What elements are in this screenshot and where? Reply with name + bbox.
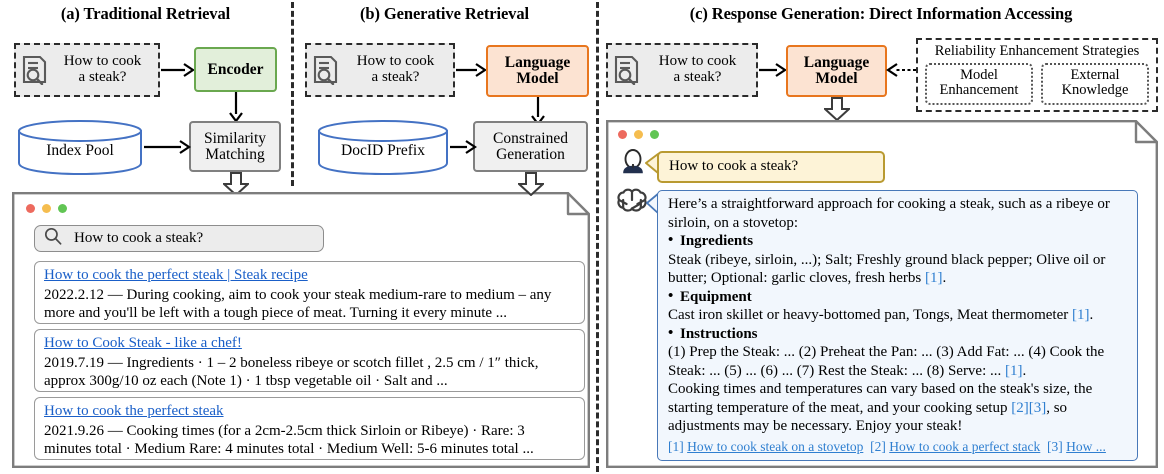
assistant-section-heading: Equipment [668, 287, 1128, 307]
assistant-section-heading: Ingredients [668, 231, 1128, 251]
result-title-link[interactable]: How to Cook Steak - like a chef! [44, 335, 242, 351]
document-search-icon [21, 55, 49, 86]
reliability-enhancement-strategies-panel: Reliability Enhancement Strategies Model… [916, 38, 1158, 112]
traffic-light-yellow[interactable] [634, 130, 643, 139]
assistant-section-body: (1) Prep the Steak: ... (2) Preheat the … [668, 343, 1128, 380]
constrained-generation-label: Constrained Generation [493, 129, 568, 163]
docid-prefix-label: DocID Prefix [341, 141, 425, 159]
query-text-b: How to cook a steak? [356, 53, 435, 85]
docid-prefix-cylinder: DocID Prefix [317, 119, 449, 176]
citation-ref[interactable]: [1] [1072, 307, 1090, 324]
result-card-3[interactable]: How to cook the perfect steak 2021.9.26 … [34, 397, 585, 460]
arrow-encoder-to-similarity [229, 92, 243, 123]
assistant-closing: Cooking times and temperatures can vary … [668, 380, 1128, 436]
arrow-docid-to-constrained [450, 140, 477, 154]
reference-link[interactable]: How ... [1066, 438, 1106, 454]
query-box-b: How to cook a steak? [305, 43, 455, 97]
panel-b-title: (b) Generative Retrieval [360, 4, 529, 23]
closing-tail: , so adjustments may be necessary. Enjoy… [668, 399, 1068, 435]
language-model-label: Language Model [504, 54, 571, 87]
openai-logo-icon [615, 186, 649, 225]
result-snippet: 2019.7.19 — Ingredients · 1 – 2 boneless… [44, 354, 539, 389]
strategy-model-enhancement[interactable]: Model Enhancement [925, 62, 1033, 105]
panel-divider-a-b [291, 2, 294, 186]
reference-number: [3] [1047, 438, 1063, 454]
query-box-c: How to cook a steak? [606, 43, 758, 97]
result-snippet: 2021.9.26 — Cooking times (for a 2cm-2.5… [44, 422, 534, 457]
result-snippet: 2022.2.12 — During cooking, aim to cook … [44, 286, 552, 321]
strategies-row: Model Enhancement External Knowledge [925, 62, 1149, 105]
encoder-box: Encoder [194, 47, 277, 92]
panel-c-title: (c) Response Generation: Direct Informat… [689, 4, 1073, 23]
traffic-light-red[interactable] [26, 204, 35, 213]
query-box-a: How to cook a steak? [14, 43, 160, 97]
assistant-section-body: Cast iron skillet or heavy-bottomed pan,… [668, 306, 1128, 325]
section-body-tail: . [1089, 307, 1094, 324]
chat-window: How to cook a steak? [606, 120, 1158, 468]
section-body-tail: . [942, 270, 947, 287]
reference-link[interactable]: How to cook steak on a stovetop [687, 438, 864, 454]
section-body-text: (1) Prep the Steak: ... (2) Preheat the … [668, 344, 1105, 379]
block-arrow-c [824, 97, 850, 121]
search-icon [44, 227, 62, 250]
traffic-light-green[interactable] [650, 130, 659, 139]
result-card-1[interactable]: How to cook the perfect steak | Steak re… [34, 261, 585, 324]
assistant-message-bubble: Here’s a straightforward approach for co… [657, 190, 1138, 461]
arrow-indexpool-to-similarity [144, 140, 191, 154]
constrained-generation-box: Constrained Generation [473, 121, 588, 172]
block-arrow-a [223, 172, 249, 196]
chat-traffic-lights [618, 130, 659, 139]
citation-ref[interactable]: [1] [925, 270, 943, 287]
similarity-matching-label: Similarity Matching [204, 129, 266, 163]
arrow-query-to-lm-c [759, 63, 787, 77]
query-text-c: How to cook a steak? [658, 53, 737, 85]
index-pool-label: Index Pool [46, 141, 114, 159]
strategy-external-knowledge[interactable]: External Knowledge [1041, 62, 1149, 105]
reference-number: [2] [870, 438, 886, 454]
traffic-light-red[interactable] [618, 130, 627, 139]
language-model-box-c: Language Model [786, 45, 887, 97]
citation-ref[interactable]: [1] [1005, 362, 1023, 379]
section-body-text: Cast iron skillet or heavy-bottomed pan,… [668, 307, 1073, 324]
panel-divider-b-c [596, 2, 599, 472]
traffic-light-green[interactable] [58, 204, 67, 213]
closing-text: Cooking times and temperatures can vary … [668, 381, 1093, 416]
similarity-matching-box: Similarity Matching [189, 121, 281, 172]
encoder-label: Encoder [207, 60, 264, 78]
traffic-light-yellow[interactable] [42, 204, 51, 213]
user-avatar-icon [618, 147, 648, 182]
section-body-text: Steak (ribeye, sirloin, ...); Salt; Fres… [668, 251, 1106, 287]
document-search-icon [613, 55, 641, 86]
result-card-2[interactable]: How to Cook Steak - like a chef! 2019.7.… [34, 329, 585, 392]
user-message-text: How to cook a steak? [669, 158, 799, 174]
result-title-link[interactable]: How to cook the perfect steak [44, 403, 224, 419]
result-title-link[interactable]: How to cook the perfect steak | Steak re… [44, 267, 308, 283]
browser-traffic-lights [26, 204, 67, 213]
search-input-value: How to cook a steak? [74, 230, 204, 246]
arrow-strategies-to-lm [886, 63, 916, 77]
browser-window: How to cook a steak? How to cook the per… [12, 192, 590, 468]
arrow-query-to-encoder [161, 63, 195, 77]
strategies-title: Reliability Enhancement Strategies [934, 43, 1140, 59]
assistant-section-heading: Instructions [668, 324, 1128, 344]
panel-a-title: (a) Traditional Retrieval [60, 4, 231, 23]
user-message-bubble: How to cook a steak? [657, 151, 885, 183]
language-model-box-b: Language Model [486, 45, 589, 97]
query-text-a: How to cook a steak? [63, 53, 142, 85]
language-model-label: Language Model [803, 54, 870, 87]
search-input[interactable]: How to cook a steak? [34, 225, 324, 252]
reference-number: [1] [668, 438, 684, 454]
block-arrow-b [518, 172, 544, 196]
section-body-tail: . [1022, 362, 1027, 379]
assistant-section-body: Steak (ribeye, sirloin, ...); Salt; Fres… [668, 251, 1128, 288]
assistant-intro: Here’s a straightforward approach for co… [668, 196, 1110, 231]
reference-link[interactable]: How to cook a perfect stack [889, 438, 1041, 454]
citation-ref[interactable]: [2][3] [1011, 399, 1047, 416]
index-pool-cylinder: Index Pool [17, 119, 143, 176]
document-search-icon [312, 55, 340, 86]
arrow-query-to-lm-b [456, 63, 487, 77]
assistant-references: [1] How to cook steak on a stovetop [2] … [668, 439, 1128, 455]
